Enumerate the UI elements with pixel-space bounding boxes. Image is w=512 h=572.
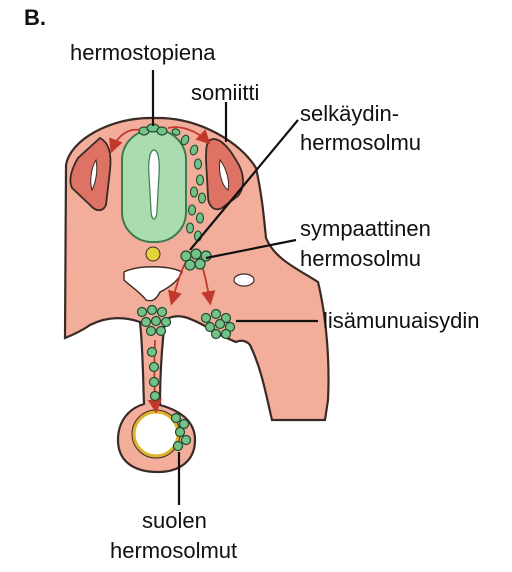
gut-stalk-cells	[146, 346, 161, 402]
label-enteric-ganglia-2: hermosolmut	[110, 538, 238, 563]
enteric-ganglia-cells	[170, 412, 192, 452]
sympathetic-ganglion-cells	[180, 248, 212, 271]
leader-lines	[151, 70, 318, 505]
migrating-crest-cells	[171, 128, 207, 242]
label-adrenal-medulla: lisämunuaisydin	[323, 308, 480, 333]
coelom-right	[233, 273, 255, 287]
aorta	[123, 266, 183, 302]
adrenal-medulla-cells	[200, 308, 236, 340]
label-somite: somiitti	[191, 80, 260, 105]
label-sympathetic-ganglion-1: sympaattinen	[300, 216, 431, 241]
label-enteric-ganglia-1: suolen	[142, 508, 207, 533]
neural-canal	[148, 149, 160, 220]
label-sympathetic-ganglion-2: hermosolmu	[300, 246, 422, 271]
label-dorsal-root-ganglion-1: selkäydin-	[300, 101, 400, 126]
migration-arrows	[109, 126, 216, 414]
label-dorsal-root-ganglion-2: hermosolmu	[300, 130, 422, 155]
neural-crest-cap	[138, 123, 168, 136]
preaortic-cells	[136, 304, 172, 337]
notochord	[145, 246, 161, 262]
label-neural-crest: hermostopiena	[70, 40, 216, 65]
panel-letter: B.	[24, 5, 46, 30]
